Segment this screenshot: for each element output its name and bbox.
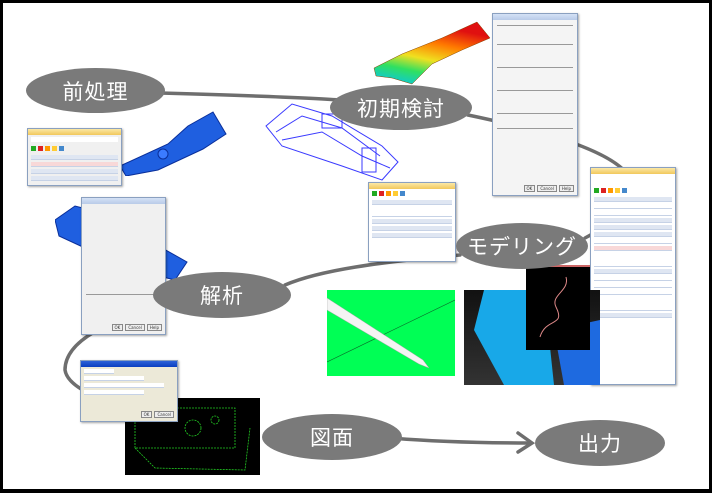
drawing-cancel-button[interactable]: Cancel [154, 411, 174, 418]
analysis-ok-button[interactable]: OK [111, 324, 124, 331]
analysis-help-button[interactable]: Help [146, 324, 162, 331]
analysis-dialog: OK Cancel Help [81, 197, 166, 335]
node-modeling: モデリング [456, 223, 588, 269]
green-tube-render [327, 290, 455, 376]
node-drawing: 図面 [262, 414, 402, 460]
connector-preprocess-initial [158, 91, 342, 102]
modeling-param-dialog [368, 182, 456, 262]
ok-button[interactable]: OK [523, 185, 536, 192]
connector-drawing-output [388, 436, 532, 445]
stress-contour-model [372, 18, 492, 88]
help-button[interactable]: Help [558, 185, 574, 192]
arrowhead [516, 431, 536, 454]
section-curve-plot [526, 265, 590, 350]
cancel-button[interactable]: Cancel [537, 185, 557, 192]
drawing-dialog: OK Cancel [80, 360, 178, 422]
preprocess-dialog [27, 128, 122, 186]
node-initial-study: 初期検討 [330, 85, 472, 130]
node-output: 出力 [535, 420, 665, 466]
wireframe-model [262, 96, 402, 182]
modeling-side-dialog [590, 167, 676, 385]
analysis-cancel-button[interactable]: Cancel [125, 324, 145, 331]
drawing-ok-button[interactable]: OK [140, 411, 153, 418]
blue-mesh-model-1 [118, 104, 228, 176]
initial-study-dialog: OK Cancel Help [492, 13, 578, 196]
node-preprocess: 前処理 [26, 68, 165, 113]
node-analysis: 解析 [153, 272, 291, 318]
